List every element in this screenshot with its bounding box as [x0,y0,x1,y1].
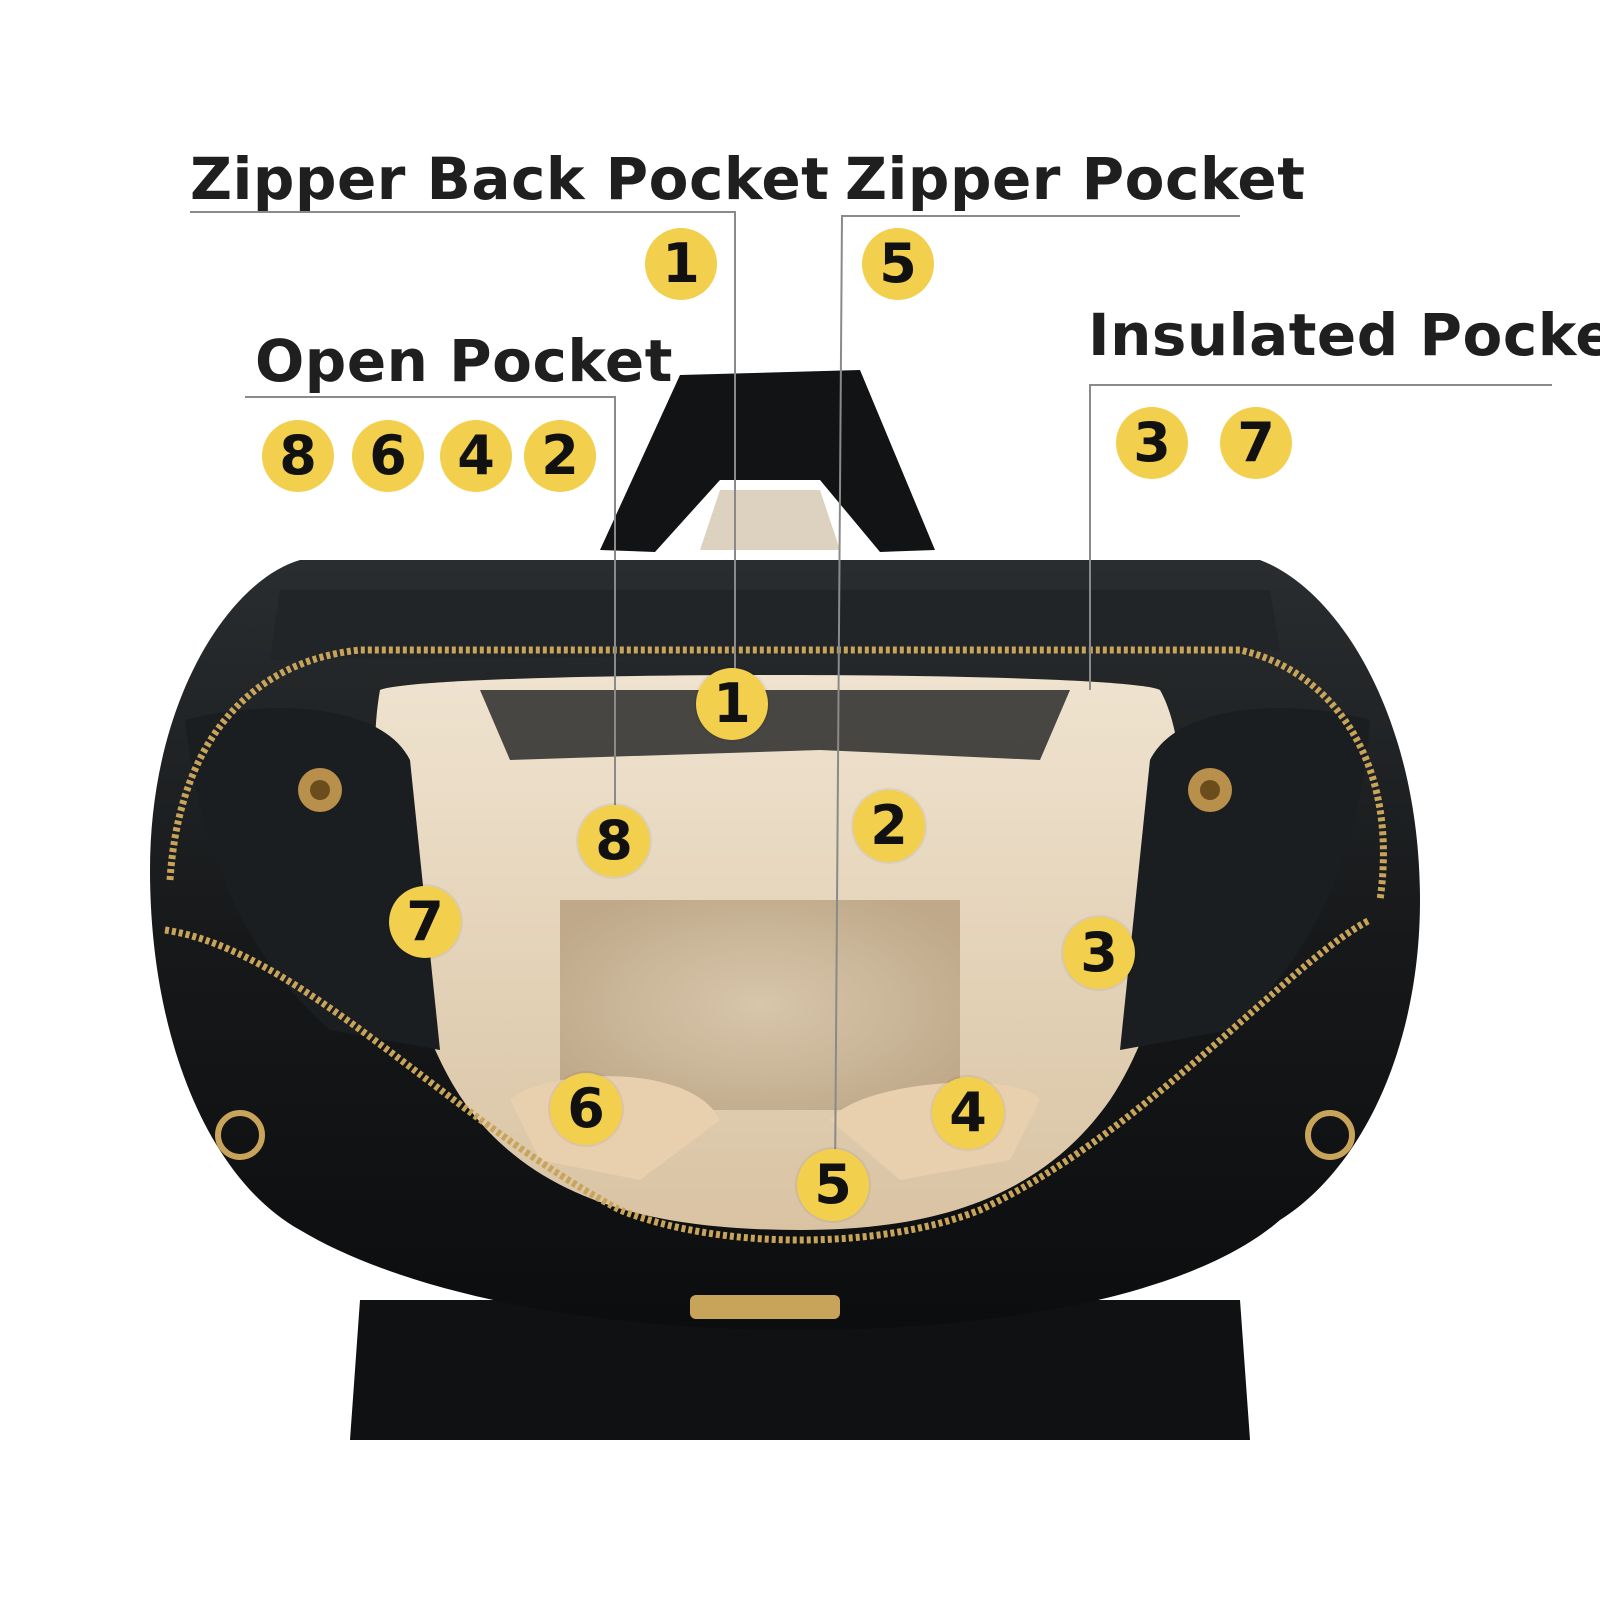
pocket-marker-4: 4 [932,1077,1004,1149]
main-zipper-top [166,646,1387,901]
right-side-pocket [1120,708,1370,1050]
pocket-marker-1: 1 [696,668,768,740]
pocket-marker-2: 2 [853,790,925,862]
legend-badge-zipper-back-1: 1 [645,228,717,300]
pocket-marker-8: 8 [578,805,650,877]
bottom-flap [350,1300,1250,1440]
left-side-pocket [185,708,440,1050]
legend-badge-open-8: 8 [262,420,334,492]
open-pocket-label: Open Pocket [255,327,673,395]
leader-lines [190,211,1552,1181]
main-zipper-front [164,916,1372,1244]
ring-left [215,1110,265,1160]
pocket-marker-7: 7 [389,886,461,958]
insulated-pocket-label: Insulated Pocket [1088,301,1600,369]
top-handle [600,370,935,552]
pocket-marker-5: 5 [797,1149,869,1221]
zipper-back-pocket-label: Zipper Back Pocket [190,145,830,213]
legend-badge-insulated-3: 3 [1116,407,1188,479]
zipper-pocket-label: Zipper Pocket [845,145,1306,213]
legend-badge-open-2: 2 [524,420,596,492]
pocket-marker-3: 3 [1063,917,1135,989]
back-zipper-pocket [480,690,1070,760]
top-flap [270,590,1280,660]
center-compartment [560,900,960,1110]
pocket-marker-6: 6 [550,1073,622,1145]
legend-badge-open-4: 4 [440,420,512,492]
legend-badge-insulated-7: 7 [1220,407,1292,479]
ring-right [1305,1110,1355,1160]
legend-badge-zipper-5: 5 [862,228,934,300]
legend-badge-open-6: 6 [352,420,424,492]
brand-plate [690,1295,840,1319]
